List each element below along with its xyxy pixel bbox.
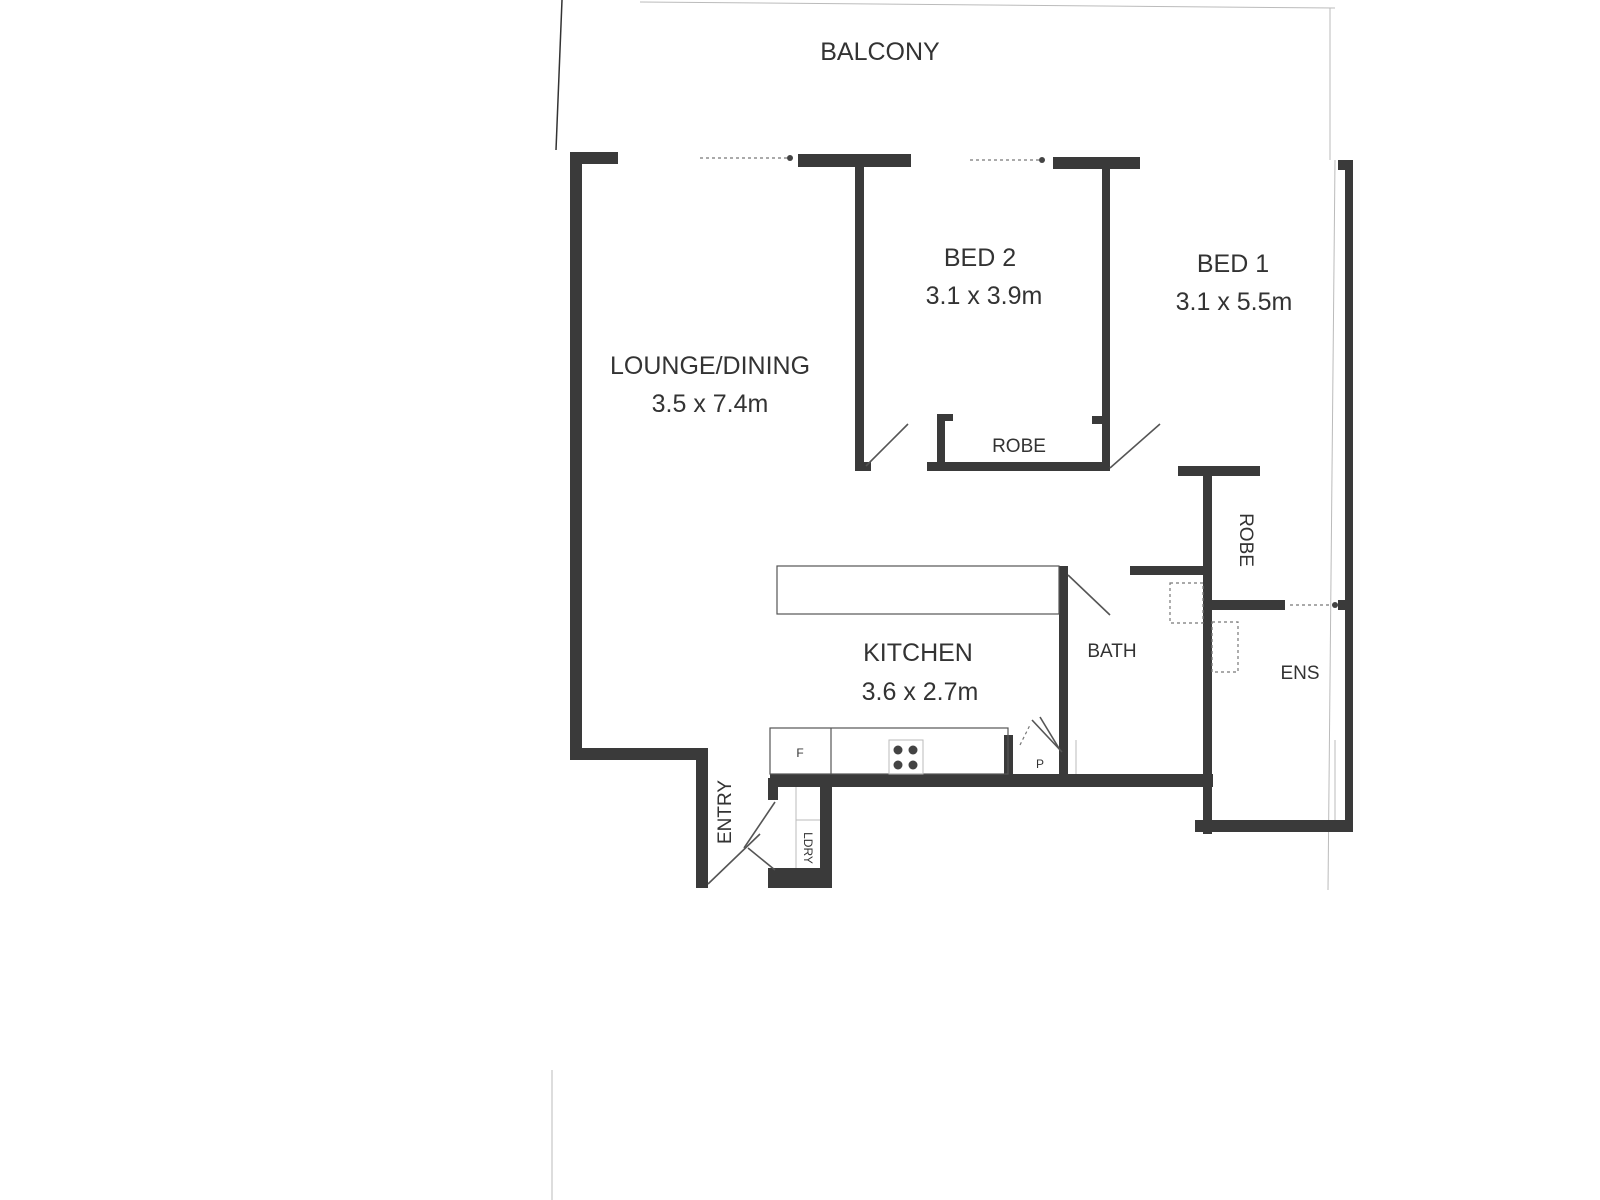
lounge-dining-label: LOUNGE/DINING bbox=[610, 352, 810, 380]
lounge-dining-dimensions: 3.5 x 7.4m bbox=[652, 390, 769, 418]
bath-label: BATH bbox=[1087, 641, 1136, 662]
sliding-doors bbox=[700, 155, 1338, 608]
robe-bed1-label: ROBE bbox=[1235, 513, 1256, 567]
room-labels: LOUNGE/DINING 3.5 x 7.4m BED 2 3.1 x 3.9… bbox=[610, 244, 1320, 864]
entry-label: ENTRY bbox=[715, 780, 736, 844]
paper-edges bbox=[551, 0, 1336, 1200]
bed2-label: BED 2 bbox=[944, 244, 1016, 272]
balcony-label: BALCONY bbox=[820, 38, 940, 66]
walls bbox=[570, 152, 1353, 888]
pantry-label: P bbox=[1036, 757, 1044, 771]
bed1-dimensions: 3.1 x 5.5m bbox=[1176, 288, 1293, 316]
laundry-label: LDRY bbox=[801, 832, 815, 864]
ensuite-label: ENS bbox=[1280, 663, 1319, 684]
fixtures bbox=[769, 565, 1336, 868]
kitchen-dimensions: 3.6 x 2.7m bbox=[862, 678, 979, 706]
bed2-dimensions: 3.1 x 3.9m bbox=[926, 282, 1043, 310]
doors bbox=[707, 423, 1161, 885]
fridge-label: F bbox=[796, 746, 803, 760]
bed1-label: BED 1 bbox=[1197, 250, 1269, 278]
kitchen-label: KITCHEN bbox=[863, 639, 973, 667]
robe-bed2-label: ROBE bbox=[992, 436, 1046, 457]
